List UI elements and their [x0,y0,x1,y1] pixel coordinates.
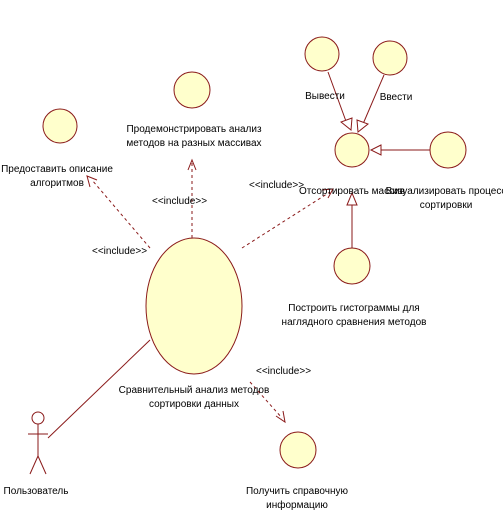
use-case-main[interactable]: Сравнительный анализ методов сортировки … [119,237,270,410]
use-case-label: Визуализировать процесс [386,186,503,197]
use-case-label: Ввести [380,92,413,103]
use-case-label: Сравнительный анализ методов [119,385,270,396]
use-case-label: наглядного сравнения методов [282,317,427,328]
include-label-sort: <<include>> [249,180,304,191]
use-case-label: Вывести [305,91,345,102]
include-label-describe: <<include>> [92,246,147,257]
use-case-label: алгоритмов [30,178,84,189]
actor-head [31,411,45,425]
include-main-reference [249,381,286,424]
actor-label: Пользователь [4,486,69,497]
generalization-output-sort [327,71,353,131]
include-main-demonstrate [187,158,197,238]
generalization-histograms-sort [346,191,358,248]
actor-leg-right [37,455,47,475]
use-case-label: методов на разных массивах [126,138,261,149]
use-case-describe-algorithms[interactable]: Предоставить описание алгоритмов [1,108,113,189]
include-label-demonstrate: <<include>> [152,196,207,207]
generalization-input-sort [356,74,385,133]
association-user-main [47,339,151,439]
use-case-label: Предоставить описание [1,164,113,175]
use-case-label: Построить гистограммы для [288,303,419,314]
use-case-visualize[interactable]: Визуализировать процесс сортировки [386,131,503,211]
use-case-demonstrate[interactable]: Продемонстрировать анализ методов на раз… [126,71,262,149]
actor-leg-left [29,455,39,475]
use-case-output[interactable]: Вывести [304,36,345,102]
use-case-sort-array[interactable]: Отсортировать массив [299,132,405,197]
use-case-label: информацию [266,499,328,511]
include-main-sort [241,188,334,249]
use-case-label: Получить справочную [246,486,349,497]
actor-user[interactable]: Пользователь [4,411,69,497]
include-main-describe [86,175,151,249]
use-case-histograms[interactable]: Построить гистограммы для наглядного сра… [282,247,427,328]
use-case-input[interactable]: Ввести [372,40,413,103]
use-case-label: сортировки [420,200,473,211]
use-case-label: Отсортировать массив [299,186,405,197]
use-case-reference[interactable]: Получить справочную информацию [246,431,349,511]
generalization-visualize-sort [369,144,430,156]
use-case-label: Продемонстрировать анализ [126,124,261,135]
use-case-label: сортировки данных [149,399,239,410]
include-label-reference: <<include>> [256,366,311,377]
